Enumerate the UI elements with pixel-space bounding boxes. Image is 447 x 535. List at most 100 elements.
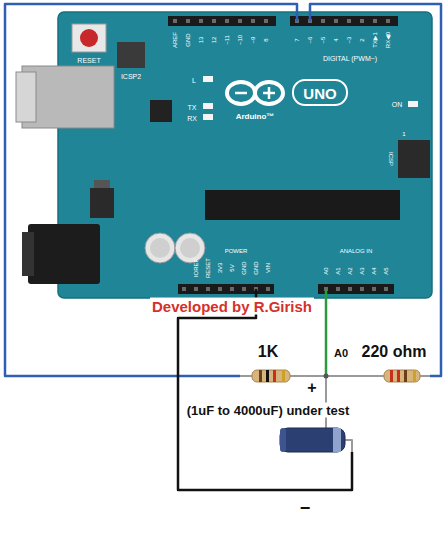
capacitor-symbol (280, 428, 345, 452)
header-pin (230, 287, 234, 291)
pin-name: VIN (265, 263, 271, 273)
header-pin (218, 287, 222, 291)
pin-name: 3V3 (217, 263, 223, 274)
pin-name: A0 (323, 267, 329, 274)
capacitor-symbol (280, 428, 286, 452)
pin-name: ~5 (320, 37, 326, 44)
green-wire (325, 289, 328, 376)
header-pin (373, 19, 377, 23)
pin-name: GND (253, 261, 259, 274)
polarity-mark: + (307, 380, 316, 396)
header-pin (251, 19, 255, 23)
arduino-board (203, 76, 213, 82)
arduino-board (290, 16, 398, 26)
arduino-board (293, 80, 347, 105)
header-label: POWER (225, 248, 248, 254)
pin-name: 13 (198, 37, 204, 44)
header-pin (225, 19, 229, 23)
header-pin (206, 287, 210, 291)
resistor-symbol (372, 370, 430, 382)
wires (5, 4, 441, 490)
header-pin (336, 287, 340, 291)
arduino-board (90, 188, 114, 218)
arduino-board (235, 92, 247, 95)
resistor-symbol (259, 370, 262, 382)
arduino-board (227, 82, 255, 104)
blue-wire (5, 4, 297, 376)
pin-name: A5 (383, 267, 389, 274)
pin-name: ~11 (224, 35, 230, 45)
arduino-board (150, 238, 170, 258)
header-pin (321, 19, 325, 23)
header-pin (334, 19, 338, 23)
arduino-board (203, 114, 213, 120)
header-label: ANALOG IN (340, 248, 373, 254)
resistor-symbol (282, 370, 285, 382)
header-label: ICSP2 (121, 73, 141, 80)
header-pin (348, 287, 352, 291)
arduino-board (28, 224, 100, 284)
capacitor-symbol (280, 428, 345, 452)
author-credit: Developed by R.Girish (150, 298, 314, 315)
lead-wire (345, 440, 352, 452)
header-pin (360, 19, 364, 23)
capacitor-symbol (333, 428, 341, 452)
header-pin (266, 287, 270, 291)
pin-name: A3 (359, 267, 365, 274)
led-label: ON (392, 101, 403, 108)
arduino-board (72, 24, 106, 52)
board-model: UNO (303, 86, 336, 101)
arduino-board (203, 103, 213, 109)
header-pin (173, 19, 177, 23)
junction-dot (324, 374, 329, 379)
header-pin (212, 19, 216, 23)
pin-name: ~10 (237, 35, 243, 45)
header-pin (242, 287, 246, 291)
arduino-board (117, 42, 145, 68)
header-pin (199, 19, 203, 23)
resistor-symbol (240, 370, 300, 382)
pin-name: 1 (402, 131, 405, 137)
arduino-board (398, 140, 430, 178)
pin-name: 8 (263, 38, 269, 41)
pin-name: TX▶1 (372, 32, 378, 48)
arduino-board (175, 233, 205, 263)
arduino-board (180, 238, 200, 258)
header-pin (182, 287, 186, 291)
header-pin (386, 19, 390, 23)
resistor-value: 1K (258, 344, 278, 360)
arduino-board (16, 72, 36, 122)
pin-name: RESET (205, 258, 211, 278)
header-pin (194, 287, 198, 291)
header-pin (264, 19, 268, 23)
blue-wire (310, 4, 441, 376)
pin-name: GND (241, 261, 247, 274)
pin-name: RX◀0 (385, 32, 391, 48)
pin-name: ~6 (307, 37, 313, 44)
pin-name: 12 (211, 37, 217, 44)
led-label: L (192, 77, 196, 84)
arduino-board (255, 82, 283, 104)
button-label: RESET (77, 57, 100, 64)
header-label: DIGITAL (PWM~) (323, 55, 377, 62)
arduino-board (16, 12, 432, 298)
pin-name: 4 (333, 38, 339, 41)
resistor-symbol (390, 370, 393, 382)
header-pin (238, 19, 242, 23)
resistor-symbol (404, 370, 407, 382)
arduino-board (80, 29, 98, 47)
pin-name: 5V (229, 264, 235, 271)
resistor-symbol (266, 370, 269, 382)
pin-name: IOREF (193, 259, 199, 277)
pin-name: GND (185, 33, 191, 46)
arduino-board (318, 284, 394, 294)
header-pin (372, 287, 376, 291)
header-label: ICSP (388, 152, 394, 166)
resistor-symbol (384, 370, 420, 382)
pin-name: A1 (335, 267, 341, 274)
arduino-board (268, 87, 271, 99)
arduino-board (58, 12, 432, 298)
header-pin (347, 19, 351, 23)
